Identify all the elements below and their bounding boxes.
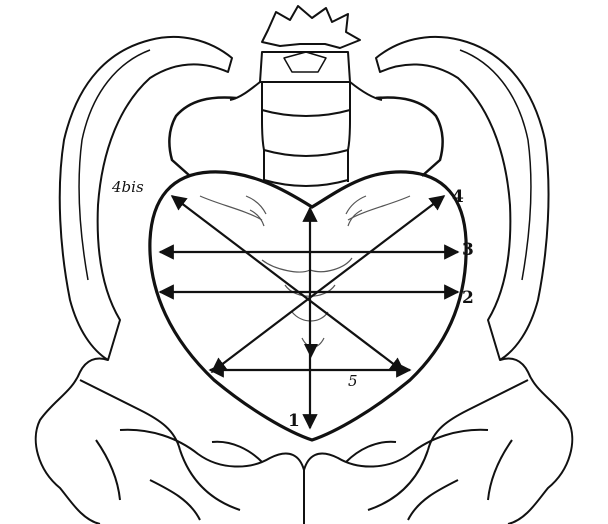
- diameter-4bis-line: [172, 196, 404, 372]
- sacral-wings: [200, 196, 410, 347]
- label-2: 2: [462, 288, 474, 308]
- lower-pelvis: [36, 359, 573, 524]
- pelvic-inlet-outline: [150, 172, 466, 440]
- diameter-lines: [160, 196, 458, 428]
- label-3: 3: [462, 240, 474, 260]
- sacrum: [262, 82, 350, 186]
- lumbar-vertebra: [230, 6, 382, 100]
- label-4: 4: [452, 187, 464, 207]
- label-5: 5: [348, 372, 358, 390]
- label-4bis: 4bis: [111, 178, 144, 196]
- sacroiliac-region: [169, 98, 442, 176]
- label-1: 1: [288, 411, 300, 431]
- diameter-4-line: [212, 196, 444, 372]
